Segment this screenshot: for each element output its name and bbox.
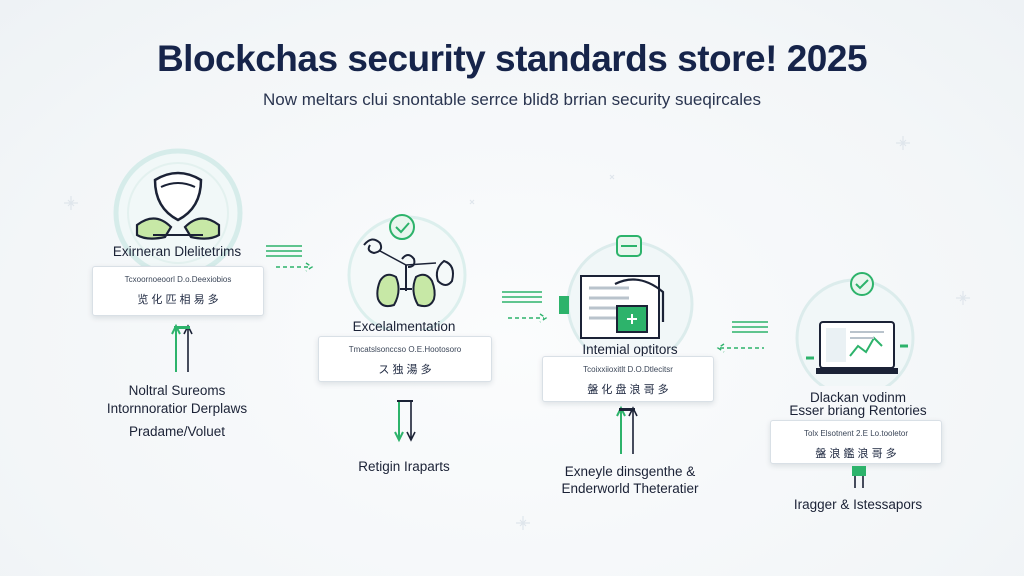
stage-1-note-1: Noltral Sureoms bbox=[128, 383, 226, 398]
stage-1-up-arrow bbox=[171, 323, 193, 372]
connector-arrow-2 bbox=[502, 291, 548, 323]
monitor-dashboard-icon bbox=[795, 272, 915, 398]
stage-2-icon-group bbox=[340, 205, 475, 335]
stage-1-card: Tcxoornoeoorl D.o.Deexiobios 览 化 匹 相 易 多 bbox=[92, 266, 264, 316]
stage-4-down-arrow bbox=[852, 466, 866, 488]
stage-4-note-1: Iragger & Istessapors bbox=[793, 497, 923, 512]
stage-3-note-2: Enderworld Theteratier bbox=[561, 481, 699, 496]
stage-4-card: Tolx Elsotnent 2.E Lo.tooletor 盤 浪 鑑 浪 哥… bbox=[770, 420, 942, 464]
diagram-subtitle: Now meltars clui snontable serrce blid8 … bbox=[263, 90, 761, 109]
stage-1-card-line2: 览 化 匹 相 易 多 bbox=[137, 294, 219, 306]
document-lock-icon bbox=[559, 235, 694, 368]
stage-3-card: Tcoixxiioxitlt D.O.Dtlecitsr 盤 化 盘 浪 哥 多 bbox=[542, 356, 714, 402]
stage-3-label: Intemial optitors bbox=[582, 342, 678, 357]
stage-2-card-line2: ス 独 湯 多 bbox=[378, 364, 432, 376]
stage-4-card-line1: Tolx Elsotnent 2.E Lo.tooletor bbox=[803, 429, 909, 438]
stage-4-label-2: Esser briang Rentories bbox=[789, 403, 927, 418]
stage-2-note-1: Retigin Iraparts bbox=[358, 459, 450, 474]
stage-4-card-line2: 盤 浪 鑑 浪 哥 多 bbox=[815, 448, 897, 460]
stage-1-card-line1: Tcxoornoeoorl D.o.Deexiobios bbox=[124, 275, 232, 284]
stage-3-card-line2: 盤 化 盘 浪 哥 多 bbox=[587, 384, 669, 396]
stage-2-card: Tmcatslsonccso O.E.Hootosoro ス 独 湯 多 bbox=[318, 336, 492, 382]
stage-2-label: Excelalmentation bbox=[352, 319, 456, 334]
stage-4-label: Dlackan vodinm bbox=[809, 390, 907, 405]
stage-1-note-2: Intornnoratior Derplaws bbox=[106, 401, 248, 416]
stage-3-up-arrow bbox=[616, 405, 638, 454]
stage-1-icon-group bbox=[95, 143, 260, 278]
diagram-title: Blockchas security standards store! 2025 bbox=[156, 38, 868, 79]
stage-1-note-3: Pradame/Voluet bbox=[128, 424, 226, 439]
stage-3-card-line1: Tcoixxiioxitlt D.O.Dtlecitsr bbox=[583, 365, 673, 374]
connector-arrow-3 bbox=[716, 321, 768, 353]
stage-2-down-arrow bbox=[394, 400, 416, 443]
stage-4-icon-group bbox=[780, 268, 930, 398]
lungs-connection-icon bbox=[347, 214, 467, 335]
handshake-shield-icon bbox=[113, 148, 243, 278]
stage-3-note-1: Exneyle dinsgenthe & bbox=[564, 464, 696, 479]
connector-arrow-1 bbox=[266, 245, 314, 272]
stage-2-card-line1: Tmcatslsonccso O.E.Hootosoro bbox=[348, 345, 462, 354]
stage-1-label: Exirneran Dlelitetrims bbox=[112, 244, 242, 259]
stage-3-icon-group bbox=[555, 232, 705, 368]
